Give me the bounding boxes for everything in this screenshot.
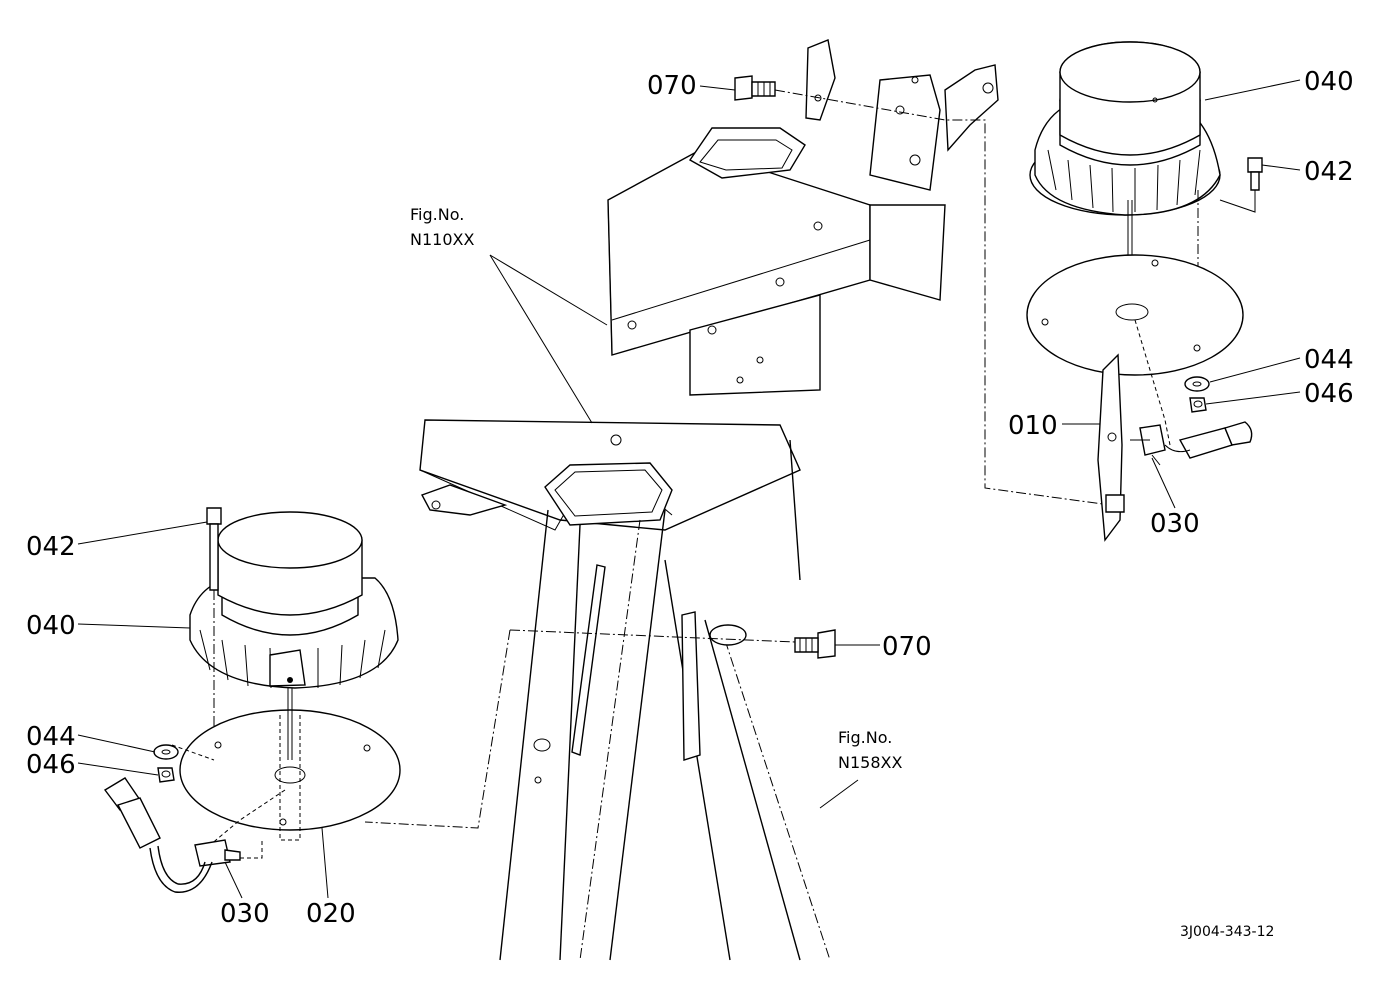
label-010: 010: [1008, 411, 1058, 441]
clamp-030-right: [1130, 424, 1166, 466]
fig-ref-n110-line1: Fig.No.: [410, 205, 464, 224]
label-020: 020: [306, 899, 356, 929]
label-040-left: 040: [26, 611, 76, 641]
fig-ref-n110-line2: N110XX: [410, 230, 474, 249]
lamp-stay-010: [1097, 353, 1125, 542]
label-070-top: 070: [647, 71, 697, 101]
label-042-left: 042: [26, 532, 76, 562]
bolt-070-mid: [794, 629, 836, 659]
nut-046-left: [157, 767, 175, 783]
mounting-plate-020: [179, 709, 401, 831]
label-046-left: 046: [26, 750, 76, 780]
fig-ref-n158-line1: Fig.No.: [838, 728, 892, 747]
label-030-left: 030: [220, 899, 270, 929]
label-030-right: 030: [1150, 509, 1200, 539]
leader-lines: [77, 79, 1301, 899]
fig-ref-n158-line2: N158XX: [838, 753, 902, 772]
washer-044-left: [153, 744, 179, 760]
nut-046-right: [1189, 397, 1207, 413]
label-070-mid: 070: [882, 632, 932, 662]
label-040-right: 040: [1304, 67, 1354, 97]
beacon-lamp-left: [189, 511, 399, 689]
drawing-code: 3J004-343-12: [1180, 924, 1274, 940]
middle-frame: [419, 419, 831, 961]
bolt-042-left: [206, 507, 222, 591]
washer-044-right: [1184, 376, 1210, 392]
upper-frame-bracket: [607, 39, 999, 396]
bolt-042-right: [1247, 157, 1263, 191]
label-044-left: 044: [26, 722, 76, 752]
bolt-070-top: [734, 75, 776, 101]
label-042-right: 042: [1304, 157, 1354, 187]
connector-right: [1164, 421, 1253, 459]
label-044-right: 044: [1304, 345, 1354, 375]
connector-left: [103, 777, 213, 893]
label-046-right: 046: [1304, 379, 1354, 409]
mounting-plate-right: [1026, 254, 1244, 376]
clamp-030-left: [194, 839, 241, 867]
beacon-lamp-right: [1029, 41, 1221, 216]
